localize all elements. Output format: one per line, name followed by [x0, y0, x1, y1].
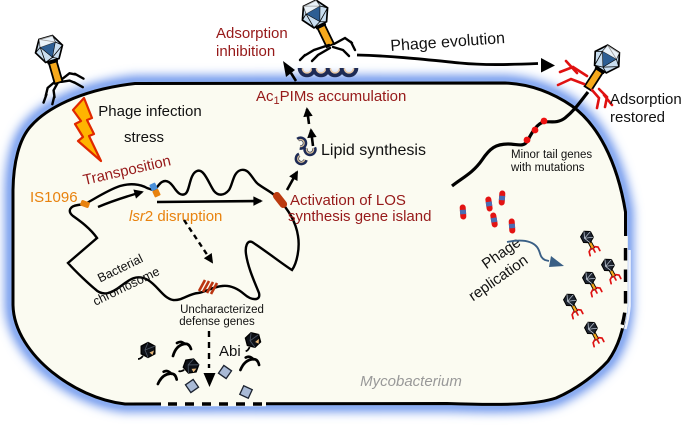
svg-text:IS1096: IS1096: [30, 189, 78, 206]
svg-text:Mycobacterium: Mycobacterium: [360, 373, 462, 390]
svg-text:Adsorption: Adsorption: [610, 91, 682, 108]
svg-text:defense genes: defense genes: [179, 316, 255, 328]
svg-text:stress: stress: [124, 129, 164, 146]
svg-text:lsr2 disruption: lsr2 disruption: [129, 208, 222, 225]
svg-text:inhibition: inhibition: [216, 43, 275, 60]
svg-text:restored: restored: [610, 109, 665, 126]
svg-text:Phage evolution: Phage evolution: [390, 30, 506, 55]
svg-text:Adsorption: Adsorption: [216, 25, 288, 42]
svg-text:synthesis gene island: synthesis gene island: [288, 208, 431, 225]
svg-text:Abi: Abi: [219, 343, 241, 360]
svg-text:Activation of LOS: Activation of LOS: [290, 192, 406, 209]
svg-text:Uncharacterized: Uncharacterized: [180, 304, 264, 316]
svg-text:Ac1PIMs accumulation: Ac1PIMs accumulation: [256, 88, 406, 107]
svg-text:with mutations: with mutations: [510, 162, 585, 174]
svg-text:Lipid synthesis: Lipid synthesis: [321, 142, 426, 159]
svg-text:Minor tail genes: Minor tail genes: [511, 149, 592, 161]
svg-text:Phage infection: Phage infection: [98, 103, 201, 120]
